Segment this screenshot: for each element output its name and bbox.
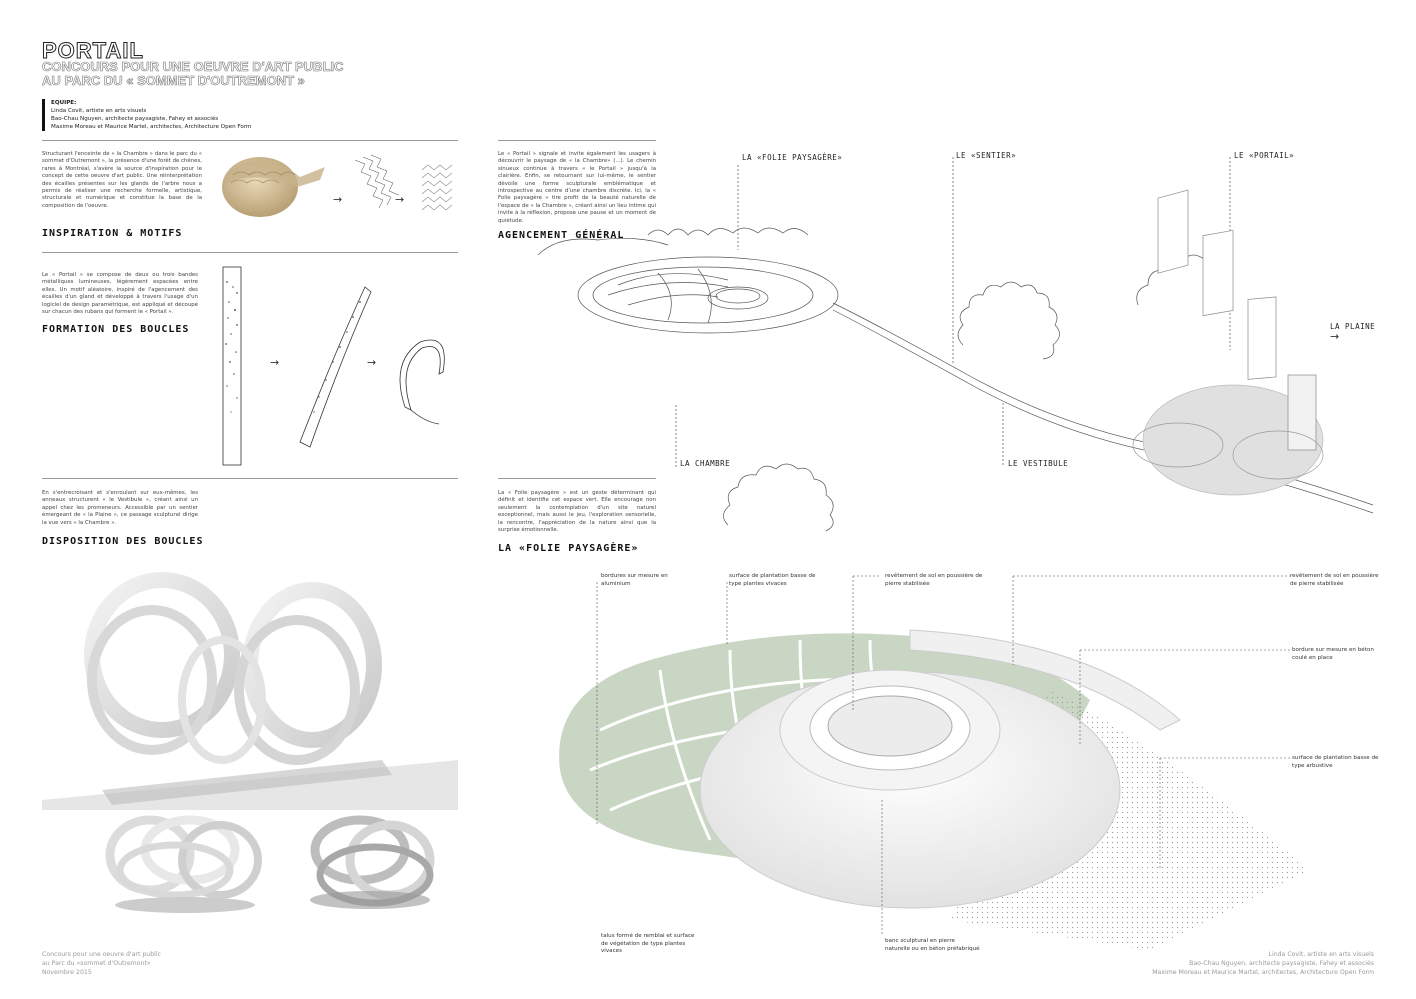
site-plan-drawing: [537, 157, 1374, 532]
annotation-bordures: bordures sur mesure en aluminium: [601, 573, 668, 587]
annotation-surface-vivaces: surface de plantation basse de type plan…: [729, 573, 816, 587]
annotation-banc: banc sculptural en pierre naturelle ou e…: [885, 938, 980, 952]
svg-text:→: →: [367, 356, 376, 369]
svg-text:→: →: [395, 193, 404, 206]
acorn-illustration: → →: [222, 154, 453, 217]
formation-heading: FORMATION DES BOUCLES: [42, 324, 190, 335]
footer-right: Linda Covit, artiste en arts visuels Bao…: [1152, 951, 1374, 976]
agencement-text: Le « Portail » signale et invite égaleme…: [498, 151, 656, 224]
label-chambre: LA CHAMBRE: [680, 459, 731, 468]
page-subtitle: CONCOURS POUR UNE OEUVRE D'ART PUBLIC AU…: [42, 59, 344, 88]
sculpture-render-top: [310, 815, 435, 909]
sculpture-render-side: [105, 815, 262, 913]
agencement-heading: AGENCEMENT GÉNÉRAL: [498, 230, 625, 241]
divider: [42, 478, 458, 479]
svg-text:→: →: [333, 193, 342, 206]
annotation-bordure-beton: bordure sur mesure en béton coulé en pla…: [1292, 647, 1374, 661]
divider: [498, 140, 656, 141]
label-folie-site: LA «FOLIE PAYSAGÈRE»: [742, 153, 843, 162]
divider: [42, 252, 458, 253]
svg-text:→: →: [270, 356, 279, 369]
disposition-text: En s'entrecroisant et s'enroulant sur eu…: [42, 490, 198, 526]
divider: [498, 478, 656, 479]
label-vestibule: LE VESTIBULE: [1008, 459, 1069, 468]
disposition-heading: DISPOSITION DES BOUCLES: [42, 536, 204, 547]
annotation-revetement-2: revêtement de sol en poussière de pierre…: [1290, 573, 1379, 587]
folie-detail-drawing: [559, 575, 1310, 950]
page-title: PORTAIL: [42, 38, 144, 64]
inspiration-heading: INSPIRATION & MOTIFS: [42, 228, 183, 239]
annotation-revetement-1: revêtement de sol en poussière de pierre…: [885, 573, 983, 587]
annotation-surface-arbustive: surface de plantation basse de type arbu…: [1292, 755, 1379, 769]
divider: [42, 140, 458, 141]
folie-text: La « Folie paysagère » est un geste déte…: [498, 490, 656, 534]
annotation-talus: talus formé de remblai et surface de vég…: [601, 933, 695, 954]
ribbon-formation-diagram: → →: [222, 266, 445, 466]
team-block: EQUIPE: Linda Covit, artiste en arts vis…: [42, 99, 301, 131]
label-portail: LE «PORTAIL»: [1234, 151, 1295, 160]
inspiration-text: Structurant l'enceinte de « la Chambre »…: [42, 151, 202, 209]
label-plaine: LA PLAINE: [1330, 322, 1376, 331]
footer-left: Concours pour une oeuvre d'art public au…: [42, 951, 161, 976]
formation-text: Le « Portail » se compose de deux ou tro…: [42, 272, 198, 316]
folie-heading: LA «FOLIE PAYSAGÈRE»: [498, 543, 639, 554]
sculpture-render-main: [42, 572, 458, 810]
label-sentier: LE «SENTIER»: [956, 151, 1017, 160]
arrow-right-icon: →: [1330, 330, 1340, 343]
